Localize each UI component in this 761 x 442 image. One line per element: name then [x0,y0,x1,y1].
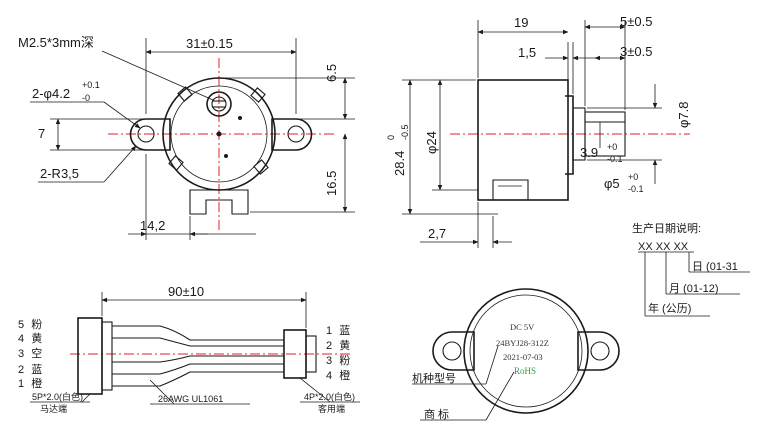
bottom-dimension: 14,2 [140,218,165,233]
left-pin-2: 2 蓝 [18,363,42,376]
shaft-flat-dimension: 3.9 [580,145,598,160]
right-pin-2: 2 黄 [326,338,350,352]
top-right-dimension: 6.5 [324,64,339,82]
shaft-flat-tol-upper: +0 [607,142,617,152]
left-mount-hole [137,125,155,143]
client-connector-name: 客用端 [318,403,345,414]
side-view: 19 5±0.5 1,5 3±0.5 28.4 0 -0.5 φ24 φ7.8 … [386,14,691,248]
height-dimension: 28.4 [392,151,407,176]
front-view: 31±0.15 M2.5*3mm深 2-φ4.2 +0.1 -0 2-R3,5 … [18,35,355,240]
date-code: XX XX XX [638,241,689,253]
shaft-dia-tol-lower: -0.1 [628,184,644,194]
shaft-hub [206,91,232,117]
model-callout: 机种型号 [412,371,456,385]
right-dimension: 16.5 [324,171,339,196]
hole-label: 2-φ4.2 [32,86,70,101]
screw-label: M2.5*3mm深 [18,35,94,50]
label-right-ear [577,331,620,371]
left-ear [129,118,171,151]
client-connector-spec: 4P*2.0(白色) [304,391,355,402]
crimp-tabs [168,86,269,175]
wire-outlet-housing [189,189,249,215]
date-month: 月 (01-12) [669,283,719,295]
shaft [211,96,227,112]
radius-label: 2-R3,5 [40,166,79,181]
cable-length-dimension: 90±10 [168,284,204,299]
flange-dimension: 1,5 [518,45,536,60]
motor-connector [77,317,103,395]
left-pin-3: 3 空 [18,346,42,360]
left-dimension: 7 [38,126,45,141]
shaft-flat-tol-lower: -0.1 [607,154,623,164]
flat-dimension: 3±0.5 [620,44,652,59]
label-date: 2021-07-03 [503,352,543,362]
wire-spec: 26AWG UL1061 [158,394,223,404]
date-year: 年 (公历) [648,301,691,315]
right-pin-3: 3 粉 [326,354,350,367]
hole-tol-lower: -0 [82,93,90,103]
motor-connector-spec: 5P*2.0(白色) [32,391,83,402]
date-day: 日 (01-31 [692,261,738,273]
shaft-dia-tol-upper: +0 [628,172,638,182]
side-body [477,79,569,201]
hub-diameter: φ7.8 [676,101,691,128]
height-tol-upper: 0 [386,135,396,140]
date-legend-title: 生产日期说明: [632,221,701,235]
center-mark [216,131,222,137]
length-dimension: 19 [514,15,528,30]
height-tol-lower: -0.5 [400,124,410,140]
brand-callout: 商 标 [424,407,449,421]
shaft-length-dimension: 5±0.5 [620,14,652,29]
motor-connector-name: 马达端 [40,403,67,414]
side-shaft [584,111,626,157]
label-motor-body [463,288,589,414]
right-mount-hole [287,125,305,143]
date-legend: 生产日期说明: XX XX XX 日 (01-31 月 (01-12) 年 (公… [632,221,750,317]
left-pin-1: 1 橙 [18,376,42,390]
right-ear [271,118,313,151]
right-pin-list: 1 蓝 2 黄 3 粉 4 橙 [326,324,350,382]
motor-label-view: DC 5V 24BYJ28-312Z 2021-07-03 RoHS 机种型号 … [412,288,620,421]
body-diameter: φ24 [424,131,439,154]
shaft-diameter: φ5 [604,176,620,191]
width-dimension: 31±0.15 [186,36,233,51]
right-pin-1: 1 蓝 [326,324,350,337]
cable-view: 90±10 5 粉 4 黄 3 空 2 蓝 1 橙 1 蓝 2 黄 3 粉 4 … [18,284,360,414]
label-left-ear [432,331,475,371]
left-pin-5: 5 粉 [18,318,42,331]
side-flange [565,95,574,175]
label-rohs: RoHS [514,366,536,376]
side-bottom-dimension: 2,7 [428,226,446,241]
left-pin-4: 4 黄 [18,331,42,345]
right-pin-4: 4 橙 [326,368,350,382]
motor-inner-ring [170,85,268,183]
label-voltage: DC 5V [510,322,535,332]
left-pin-list: 5 粉 4 黄 3 空 2 蓝 1 橙 [18,318,42,390]
side-wire-outlet [492,179,529,200]
label-model: 24BYJ28-312Z [496,338,549,348]
hole-tol-upper: +0.1 [82,80,100,90]
